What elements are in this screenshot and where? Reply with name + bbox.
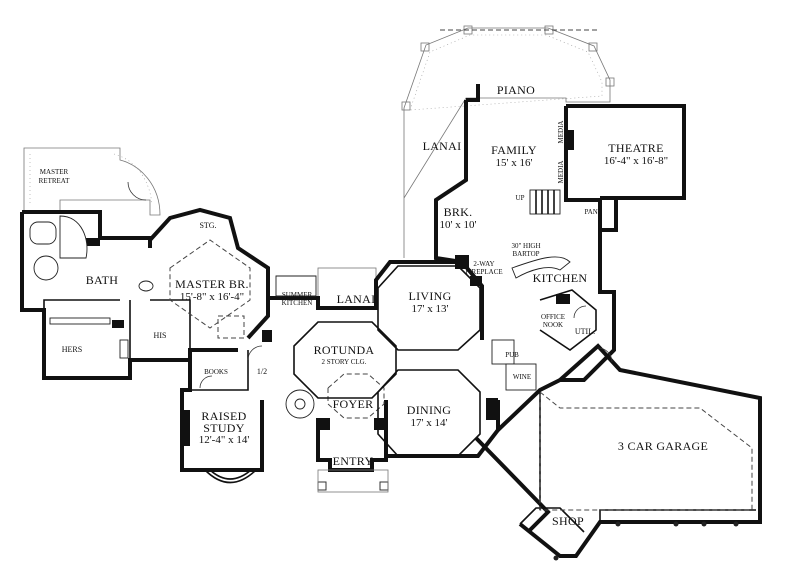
ceiling-outlines [169,29,753,511]
shower [33,255,59,281]
utility-label: UTIL. [575,327,595,336]
rotunda-subtitle: 2 STORY CLG. [322,358,367,366]
lanai-large-label: LANAI [423,139,462,153]
toilet [138,280,154,292]
door-swings [127,181,613,389]
bath-label: BATH [86,273,119,287]
his-closet-shelf [119,339,129,359]
master-br-label: MASTER BR. [175,277,249,291]
room-labels: MASTER RETREAT BATH HIS HERS STG. MASTER… [39,83,708,528]
dining-dim: 17' x 14' [411,417,448,429]
stair [529,189,561,215]
fireplace-label-2: FIREPLACE [465,268,502,276]
fireplace [455,255,469,269]
pub-label: PUB [505,351,519,359]
wine-room [505,363,537,391]
stair-up-label: UP [516,194,525,202]
octagon-rooms [293,265,481,457]
half-bath-label: 1/2 [257,367,267,376]
fixtures [29,189,571,419]
bartop-label: 30" HIGH [511,242,540,250]
storage-label: STG. [199,221,216,230]
books-label: BOOKS [204,368,228,376]
rotunda-label: ROTUNDA [314,343,375,357]
theatre-label: THEATRE [608,141,663,155]
summer-kitchen-counter [275,275,317,297]
vanity [59,215,88,259]
theatre-dim: 16'-4" x 16'-8" [604,155,668,167]
wine-label: WINE [513,373,531,381]
family-dim: 15' x 16' [496,157,533,169]
lanai-post [605,77,615,87]
kitchen-label: KITCHEN [533,271,588,285]
bartop-counter [511,256,571,279]
master-retreat-label: MASTER [40,168,69,176]
column [317,481,327,491]
media-label-2: MEDIA [557,161,565,184]
dining-label: DINING [407,403,451,417]
raised-study-label-2: STUDY [203,421,245,435]
lanai-post [401,101,411,111]
lanai-small-label: LANAI [337,292,376,306]
fireplace-label: 2-WAY [473,260,494,268]
column [379,481,389,491]
foyer-label: FOYER [333,397,374,411]
media-label-1: MEDIA [557,121,565,144]
pantry-label: PAN. [584,208,599,216]
shop-label: SHOP [552,514,584,528]
lanai-post [588,42,598,52]
master-retreat-area [23,147,161,216]
bathtub [29,221,57,245]
office-nook-label-2: NOOK [543,321,563,329]
breakfast-label: BRK. [444,205,473,219]
breakfast-dim: 10' x 10' [440,219,477,231]
hers-closet-shelf [49,317,111,325]
lanai-post [420,42,430,52]
wall-masses [86,130,574,446]
master-retreat-label-2: RETREAT [39,177,70,185]
living-dim: 17' x 13' [412,303,449,315]
family-label: FAMILY [491,143,537,157]
raised-study-dim: 12'-4" x 14' [199,434,250,446]
office-nook-label: OFFICE [541,313,565,321]
pub-counter [491,339,515,365]
piano-label: PIANO [497,83,535,97]
hers-label: HERS [62,345,82,354]
master-br-dim: 15'-8" x 16'-4" [180,291,244,303]
garage-label: 3 CAR GARAGE [618,439,708,453]
entry-columns [317,469,389,493]
entry-label: ENTRY [333,454,374,468]
summer-kitchen-label: SUMMER [282,291,313,299]
living-label: LIVING [408,289,451,303]
summer-kitchen-label-2: KITCHEN [282,299,313,307]
garage-door-markers [553,521,739,561]
raised-study-label: RAISED [201,409,246,423]
bartop-label-2: BARTOP [512,250,539,258]
his-label: HIS [154,331,167,340]
